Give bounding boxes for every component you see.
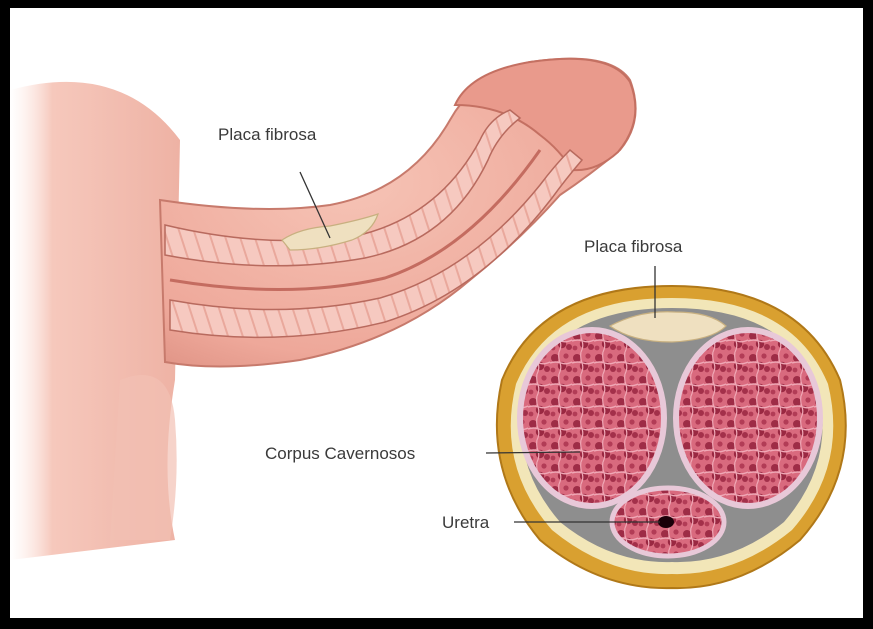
urethra-lumen	[658, 516, 674, 528]
cross-section	[497, 286, 846, 588]
thigh	[110, 375, 177, 540]
label-plaque-longitudinal: Placa fibrosa	[218, 125, 317, 144]
label-urethra: Uretra	[442, 513, 490, 532]
corpus-left	[520, 330, 664, 506]
label-corpus: Corpus Cavernosos	[265, 444, 415, 463]
label-plaque-cross-section: Placa fibrosa	[584, 237, 683, 256]
corpus-right	[676, 330, 820, 506]
